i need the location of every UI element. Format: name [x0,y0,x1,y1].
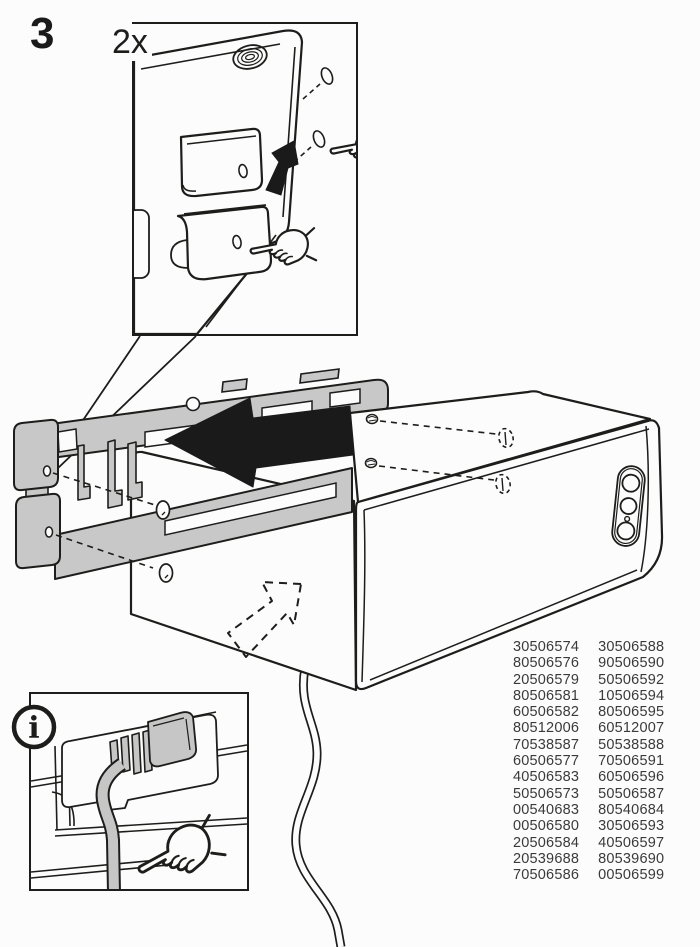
part-number: 00506599 [598,867,665,884]
threaded-insert-icon [232,44,268,70]
part-number: 40506597 [598,834,665,851]
speaker-front-face [354,419,664,691]
button-icon [621,473,641,493]
screw-hole-icon [238,163,248,179]
part-number: 50506573 [513,785,580,802]
bracket-tab-lower [170,204,273,281]
part-number: 80506576 [513,655,580,672]
screw-icon [364,413,379,469]
part-number: 30506593 [598,818,665,835]
bracket-top-tabs [221,368,340,393]
cord-direction-dashed-arrow-icon [227,581,302,658]
slide-left-arrow-icon [164,397,354,488]
part-number: 20539688 [513,850,580,867]
bracket-notch [185,396,201,412]
info-glyph: i [28,711,39,746]
panel-slot [134,209,150,279]
part-number: 80540684 [598,801,665,818]
bracket-tab-upper [179,127,264,198]
speaker-top-face [348,390,652,504]
part-number: 80506581 [513,687,580,704]
speaker-corner-closeup [134,29,334,334]
button-icon [619,497,638,515]
part-number: 60512007 [598,720,665,737]
part-number: 00506580 [513,818,580,835]
part-number: 50538588 [598,736,665,753]
part-number: 90506590 [598,655,665,672]
part-number: 50506592 [598,671,665,688]
part-number: 20506584 [513,834,580,851]
part-number: 30506574 [513,639,580,655]
flange-slot [164,482,337,536]
control-buttons-panel [611,465,646,547]
screw-alignment-dashes [378,420,514,495]
part-number: 00540683 [513,801,580,818]
detail-callout-box [132,22,358,336]
power-cable [95,758,127,889]
mounting-hole-icon [42,465,52,477]
power-cord [291,667,346,947]
part-number: 70538587 [513,736,580,753]
part-number: 60506596 [598,769,665,786]
part-number: 60506577 [513,753,580,770]
step-number: 3 [30,9,55,58]
part-number: 20506579 [513,671,580,688]
part-number: 60506582 [513,704,580,721]
bracket-hooks [77,439,143,509]
part-number: 80506595 [598,704,665,721]
part-number: 10506594 [598,687,665,704]
info-circle-icon: i [11,704,57,750]
part-number: 80539690 [598,850,665,867]
quantity-label: 2x [108,23,152,62]
part-number: 40506583 [513,769,580,786]
mounting-hole-icon [44,526,54,538]
rounded-edge-lines [361,425,650,683]
hole-alignment-dashes [52,472,174,583]
led-dot-icon [624,515,631,523]
insert-direction-arrow-icon [265,140,299,196]
part-number: 70506586 [513,867,580,884]
button-icon [616,521,636,541]
part-number: 30506588 [598,639,665,655]
part-number: 70506591 [598,753,665,770]
screw-hole-icon [232,234,242,250]
bracket-end-cap [13,418,61,570]
part-number: 50506587 [598,785,665,802]
info-callout-box: i [11,692,249,900]
part-number: 80512006 [513,720,580,737]
